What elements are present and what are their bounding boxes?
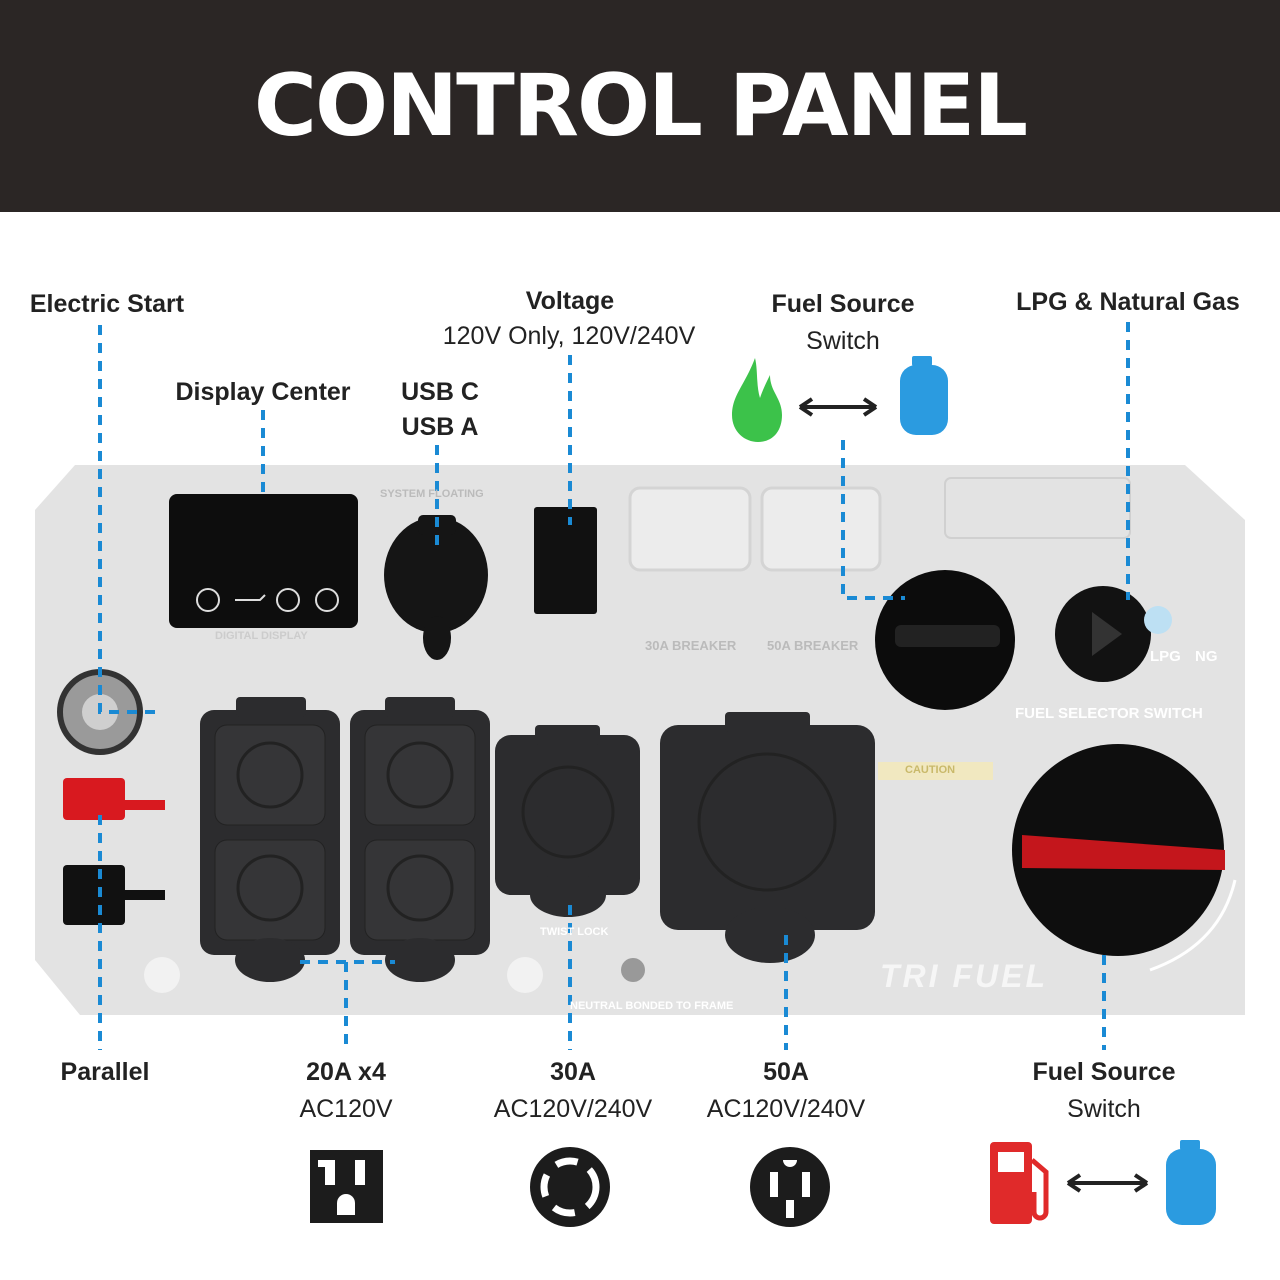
fuel-source-top-subtitle: Switch (806, 327, 880, 355)
fuel-selector-label: FUEL SELECTOR SWITCH (1015, 705, 1203, 722)
tri-fuel-logo: TRI FUEL (880, 958, 1048, 994)
parallel-terminal-black (63, 865, 125, 925)
voltage-label: Voltage (525, 287, 615, 315)
outlet-30a-cover (495, 725, 640, 917)
usb-c-label: USB C (401, 378, 479, 406)
lpg-ng-label: LPG & Natural Gas (1016, 288, 1240, 316)
page-title: CONTROL PANEL (253, 56, 1028, 156)
breaker-30a-label: 30A BREAKER (645, 638, 737, 653)
outlet-30a-subtitle: AC120V/240V (493, 1095, 653, 1123)
ng-label: NG (1195, 648, 1218, 665)
breaker-50a (760, 486, 882, 572)
usb-port-cap (384, 517, 488, 633)
breaker-50a-label: 50A BREAKER (767, 638, 859, 653)
fuel-source-bottom-subtitle: Switch (1067, 1095, 1141, 1123)
usb-a-label: USB A (401, 413, 479, 441)
fuel-source-bottom-label: Fuel Source (1032, 1058, 1176, 1086)
double-arrow-icon (798, 397, 878, 417)
outlet-50a-cover (660, 712, 875, 963)
outlet-50a-label: 50A (763, 1058, 809, 1086)
twist-lock-label: TWIST LOCK (540, 926, 609, 938)
nema-5-20-icon (310, 1150, 383, 1223)
nema-14-50-icon (750, 1147, 830, 1227)
natural-gas-flame-icon (732, 358, 782, 442)
voltage-switch (534, 507, 597, 614)
display-icons (196, 588, 339, 612)
digital-display-label: DIGITAL DISPLAY (215, 630, 308, 642)
outlet-20a-subtitle: AC120V (299, 1095, 393, 1123)
propane-tank-icon (900, 356, 948, 435)
electric-start-label: Electric Start (29, 290, 185, 318)
breaker-30a (628, 486, 752, 572)
outlet-20a-cover-right (350, 697, 490, 982)
lpg-label: LPG (1150, 648, 1181, 665)
propane-tank-icon-bottom (1166, 1140, 1216, 1225)
callout-lines (98, 322, 1130, 1050)
neutral-bonded-label: NEUTRAL BONDED TO FRAME (570, 1000, 734, 1012)
twist-lock-30a-icon (530, 1147, 610, 1227)
fuel-source-top-label: Fuel Source (771, 290, 915, 318)
system-floating-label: SYSTEM FLOATING (380, 488, 484, 500)
caution-label: CAUTION (905, 764, 956, 776)
display-center-label: Display Center (175, 378, 351, 406)
double-arrow-icon-bottom (1066, 1173, 1149, 1193)
outlet-50a-subtitle: AC120V/240V (706, 1095, 866, 1123)
outlet-20a-cover-left (200, 697, 340, 982)
outlet-20a-label: 20A x4 (306, 1058, 386, 1086)
ground-screw (621, 958, 645, 982)
digital-display (169, 494, 358, 628)
voltage-subtitle: 120V Only, 120V/240V (442, 322, 696, 350)
parallel-label: Parallel (60, 1058, 150, 1086)
outlet-30a-label: 30A (550, 1058, 596, 1086)
parallel-terminal-red (63, 778, 125, 820)
header-bar: CONTROL PANEL (0, 0, 1280, 212)
gasoline-pump-icon (990, 1142, 1049, 1224)
